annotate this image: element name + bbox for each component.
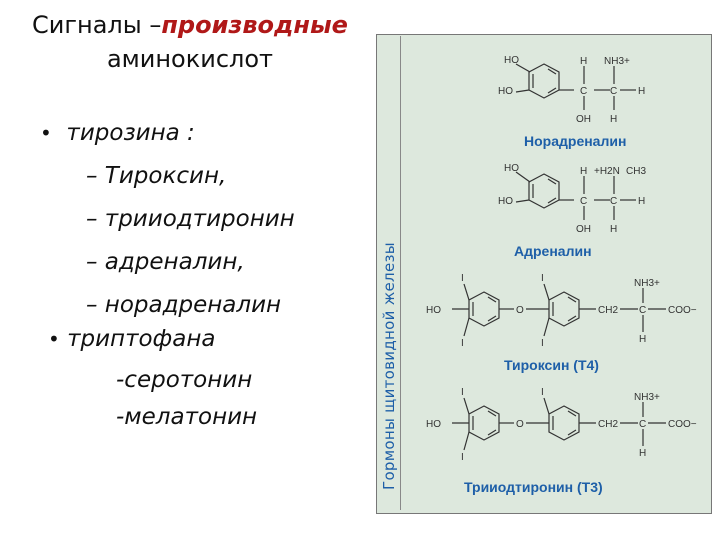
atom-label: I bbox=[461, 452, 464, 463]
atom-label: OH bbox=[576, 224, 591, 235]
atom-label: COO− bbox=[668, 305, 697, 316]
title-line-2: аминокислот bbox=[106, 45, 274, 73]
atom-label: COO− bbox=[668, 419, 697, 430]
atom-label: HO bbox=[498, 86, 513, 97]
list-item: – норадреналин bbox=[86, 292, 282, 318]
atom-label: C bbox=[580, 86, 587, 97]
hormone-name: Тироксин (Т4) bbox=[504, 357, 599, 373]
list-item: -серотонин bbox=[116, 367, 253, 393]
atom-label: H bbox=[639, 334, 646, 345]
atom-label: NH3+ bbox=[634, 392, 660, 403]
atom-label: HO bbox=[426, 419, 441, 430]
atom-label: C bbox=[639, 305, 646, 316]
atom-label: C bbox=[610, 196, 617, 207]
chemical-structures-figure bbox=[376, 34, 712, 514]
atom-label: NH3+ bbox=[604, 56, 630, 67]
list-item: – трииодтиронин bbox=[86, 206, 295, 232]
list-item: • тирозина : bbox=[40, 120, 195, 146]
atom-label: I bbox=[461, 387, 464, 398]
atom-label: HO bbox=[426, 305, 441, 316]
list-item: -мелатонин bbox=[116, 404, 258, 430]
atom-label: HO bbox=[504, 163, 519, 174]
atom-label: C bbox=[580, 196, 587, 207]
atom-label: CH2 bbox=[598, 419, 618, 430]
title-text-highlight: производные bbox=[161, 11, 348, 39]
atom-label: +H2N bbox=[594, 166, 620, 177]
atom-label: H bbox=[639, 448, 646, 459]
atom-label: H bbox=[580, 166, 587, 177]
list-item: – Тироксин, bbox=[86, 163, 227, 189]
atom-label: C bbox=[639, 419, 646, 430]
atom-label: OH bbox=[576, 114, 591, 125]
atom-label: HO bbox=[498, 196, 513, 207]
list-item: – адреналин, bbox=[86, 249, 245, 275]
atom-label: HO bbox=[504, 55, 519, 66]
atom-label: CH3 bbox=[626, 166, 646, 177]
atom-label: I bbox=[461, 338, 464, 349]
atom-label: O bbox=[516, 419, 524, 430]
atom-label: NH3+ bbox=[634, 278, 660, 289]
atom-label: H bbox=[580, 56, 587, 67]
slide-title: Сигналы –производные аминокислот bbox=[20, 8, 360, 76]
atom-label: H bbox=[610, 224, 617, 235]
list-item: • триптофана bbox=[48, 326, 216, 352]
hormone-name: Трииодтиронин (Т3) bbox=[464, 479, 603, 495]
hormone-name: Норадреналин bbox=[524, 133, 626, 149]
atom-label: I bbox=[541, 273, 544, 284]
hormone-name: Адреналин bbox=[514, 243, 592, 259]
atom-label: O bbox=[516, 305, 524, 316]
structures-drawing: HO HO H NH3+ C C H OH H Норадреналин HO … bbox=[426, 55, 697, 495]
divider bbox=[400, 36, 401, 510]
atom-label: H bbox=[638, 86, 645, 97]
atom-label: H bbox=[638, 196, 645, 207]
figure-side-label: Гормоны щитовидной железы bbox=[380, 242, 398, 490]
atom-label: CH2 bbox=[598, 305, 618, 316]
title-text-plain: Сигналы – bbox=[32, 11, 162, 39]
atom-label: C bbox=[610, 86, 617, 97]
atom-label: I bbox=[461, 273, 464, 284]
atom-label: I bbox=[541, 338, 544, 349]
atom-label: H bbox=[610, 114, 617, 125]
atom-label: I bbox=[541, 387, 544, 398]
